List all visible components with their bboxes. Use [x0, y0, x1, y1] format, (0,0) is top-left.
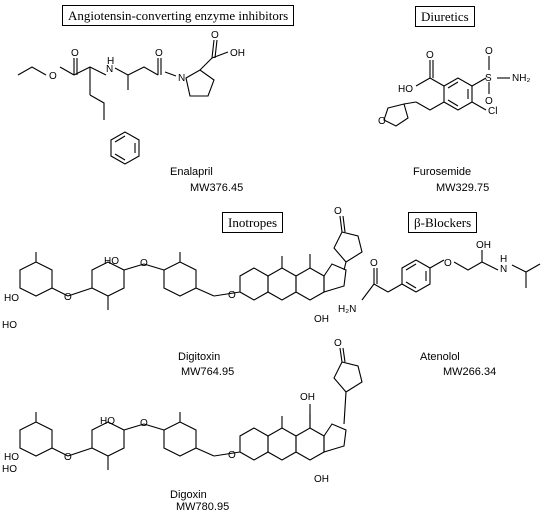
enalapril-o1: O	[49, 71, 57, 82]
digitoxin-ho1: HO	[4, 293, 19, 304]
atenolol-name: Atenolol	[420, 351, 460, 363]
enalapril-mw: MW376.45	[190, 182, 244, 194]
furosemide-ho: HO	[398, 84, 413, 95]
enalapril-n2: N	[178, 73, 185, 84]
enalapril-o4: O	[211, 30, 219, 41]
digitoxin-structure	[35, 215, 363, 310]
digitoxin-ho2: HO	[2, 320, 17, 331]
enalapril-n1: N	[106, 64, 113, 75]
digitoxin-mw: MW764.95	[181, 366, 235, 378]
atenolol-o1: O	[370, 258, 378, 269]
furosemide-cl: Cl	[488, 106, 497, 117]
enalapril-o3: O	[155, 48, 163, 59]
enalapril-o2: O	[71, 48, 79, 59]
digoxin-o1: O	[64, 452, 72, 463]
furosemide-nh2: NH₂	[512, 73, 530, 84]
furosemide-o1: O	[426, 50, 434, 61]
digoxin-o2: O	[140, 418, 148, 429]
digitoxin-name: Digitoxin	[178, 351, 221, 363]
digitoxin-o3: O	[228, 290, 236, 301]
furosemide-structure	[383, 56, 510, 127]
enalapril-h1: H	[107, 56, 114, 67]
furosemide-s: S	[485, 73, 492, 84]
digoxin-ho1: HO	[4, 452, 19, 463]
digitoxin-lactone-o: O	[334, 206, 342, 217]
digoxin-o3: O	[228, 450, 236, 461]
atenolol-oh: OH	[476, 240, 491, 251]
enalapril-oh: OH	[230, 48, 245, 59]
furosemide-mw: MW329.75	[436, 182, 490, 194]
furosemide-name: Furosemide	[413, 166, 472, 178]
digoxin-name: Digoxin	[170, 489, 207, 501]
digoxin-mw: MW780.95	[176, 501, 230, 513]
atenolol-h: H	[500, 254, 507, 265]
atenolol-mw: MW266.34	[443, 366, 497, 378]
digoxin-ho3: HO	[100, 416, 115, 427]
enalapril-name: Enalapril	[170, 166, 213, 178]
category-inotropes: Inotropes	[222, 212, 284, 233]
digoxin-oh1: OH	[300, 392, 315, 403]
enalapril-structure	[17, 39, 229, 120]
digitoxin-o1: O	[64, 292, 72, 303]
digoxin-structure	[35, 347, 363, 470]
digitoxin-oh: OH	[314, 314, 329, 325]
furosemide-furan-o: O	[378, 116, 386, 127]
furosemide-o3: O	[485, 96, 493, 107]
digoxin-oh2: OH	[314, 474, 329, 485]
digitoxin-o2: O	[140, 258, 148, 269]
digitoxin-ho3: HO	[104, 256, 119, 267]
category-ace-inhibitors: Angiotensin-converting enzyme inhibitors	[62, 5, 295, 26]
atenolol-o2: O	[444, 258, 452, 269]
atenolol-n: N	[500, 264, 507, 275]
category-beta-blockers: β-Blockers	[408, 212, 478, 233]
atenolol-structure	[361, 250, 541, 301]
furosemide-o2: O	[485, 46, 493, 57]
category-diuretics: Diuretics	[415, 6, 475, 27]
digoxin-lactone-o: O	[334, 338, 342, 349]
atenolol-h2n: H₂N	[338, 304, 356, 315]
digoxin-ho2: HO	[2, 464, 17, 475]
